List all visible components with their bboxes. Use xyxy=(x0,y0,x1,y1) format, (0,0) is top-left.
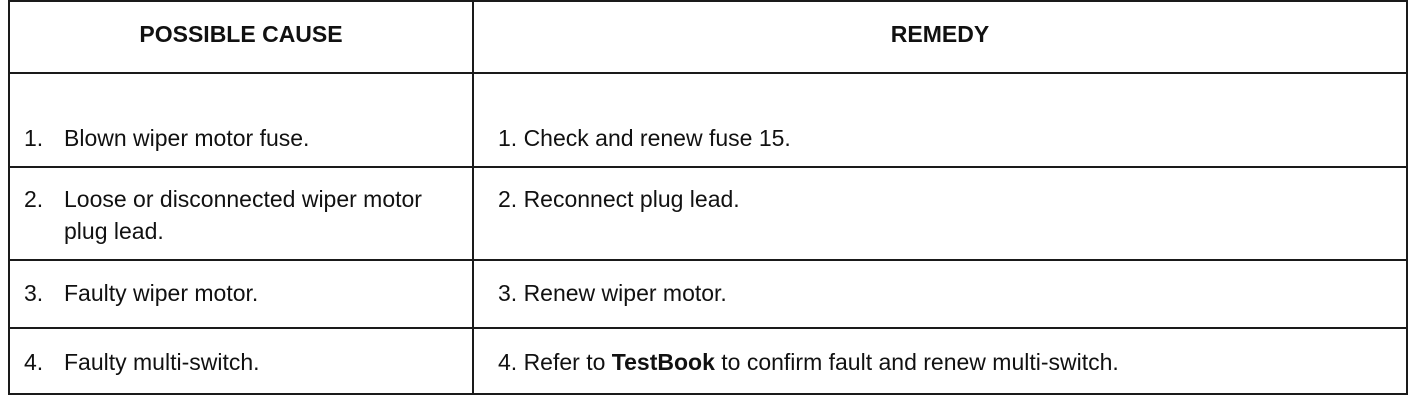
cause-number: 3. xyxy=(24,280,44,306)
cause-text: Faulty wiper motor. xyxy=(64,280,259,306)
cause-text: Faulty multi-switch. xyxy=(64,349,260,375)
cause-text: Blown wiper motor fuse. xyxy=(64,125,310,151)
table-row: 2. Loose or disconnected wiper motor plu… xyxy=(8,166,1408,261)
fault-diagnosis-table-frame: POSSIBLE CAUSE REMEDY 1. Blown wiper mot… xyxy=(8,0,1408,395)
remedy-text: 2. Reconnect plug lead. xyxy=(498,186,740,212)
table-row: 3. Faulty wiper motor. 3. Renew wiper mo… xyxy=(8,259,1408,329)
possible-cause-header: POSSIBLE CAUSE xyxy=(8,0,474,74)
cause-cell: 3. Faulty wiper motor. xyxy=(8,259,474,329)
remedy-text-suffix: to confirm fault and renew multi-switch. xyxy=(714,349,1119,375)
table-row: 1. Blown wiper motor fuse. 1. Check and … xyxy=(8,72,1408,168)
cause-cell: 1. Blown wiper motor fuse. xyxy=(8,72,474,168)
remedy-text: 4. Refer to TestBook to confirm fault an… xyxy=(488,329,1392,378)
remedy-header: REMEDY xyxy=(472,0,1408,74)
possible-cause-header-label: POSSIBLE CAUSE xyxy=(139,21,343,47)
remedy-cell: 4. Refer to TestBook to confirm fault an… xyxy=(472,327,1408,395)
table-header-row: POSSIBLE CAUSE REMEDY xyxy=(8,0,1408,74)
fault-diagnosis-table: POSSIBLE CAUSE REMEDY 1. Blown wiper mot… xyxy=(8,0,1408,395)
testbook-reference: TestBook xyxy=(611,349,715,375)
cause-text: Loose or disconnected wiper motor plug l… xyxy=(64,186,422,244)
cause-number: 1. xyxy=(24,125,44,151)
remedy-text-prefix: 4. Refer to xyxy=(498,349,612,375)
cause-cell: 2. Loose or disconnected wiper motor plu… xyxy=(8,166,474,261)
remedy-cell: 3. Renew wiper motor. xyxy=(472,259,1408,329)
remedy-cell: 1. Check and renew fuse 15. xyxy=(472,72,1408,168)
cause-number: 2. xyxy=(24,186,44,212)
cause-number: 4. xyxy=(24,349,44,375)
remedy-cell: 2. Reconnect plug lead. xyxy=(472,166,1408,261)
cause-cell: 4. Faulty multi-switch. xyxy=(8,327,474,395)
table-row: 4. Faulty multi-switch. 4. Refer to Test… xyxy=(8,327,1408,395)
remedy-text: 3. Renew wiper motor. xyxy=(498,280,727,306)
remedy-text: 1. Check and renew fuse 15. xyxy=(498,125,791,151)
remedy-header-label: REMEDY xyxy=(890,21,990,47)
